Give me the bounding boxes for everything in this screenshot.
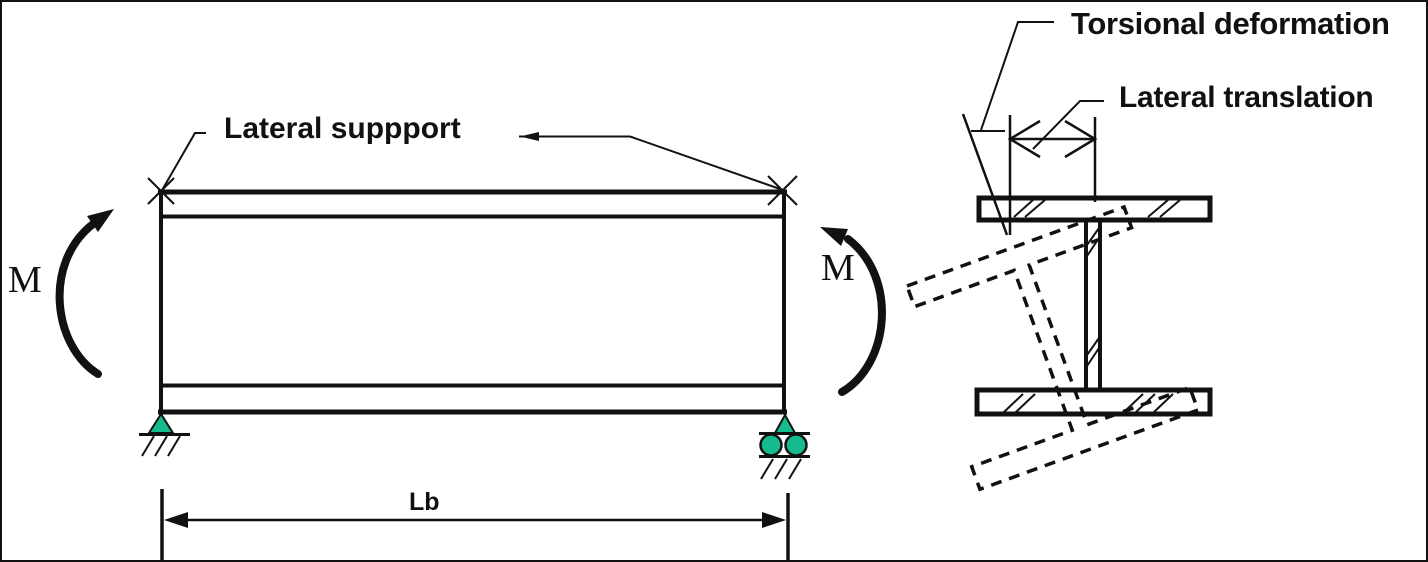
- lateral-translation-label: Lateral translation: [1119, 81, 1374, 114]
- lateral-support-marker-right-icon: [767, 175, 798, 206]
- moment-label-left: M: [8, 259, 42, 301]
- moment-arrow-right-icon: [820, 227, 886, 396]
- moment-arrow-left-icon: [55, 209, 114, 378]
- section-label-leaders: [971, 21, 1104, 150]
- torsional-deformation-label: Torsional deformation: [1071, 6, 1390, 41]
- beam-outline: [158, 189, 787, 415]
- rotated-web-axis-line: [961, 113, 1009, 236]
- beam-elevation: [55, 132, 886, 560]
- span-dimension-lb: [160, 489, 790, 560]
- torsional-leader: [980, 21, 1054, 131]
- span-length-label: Lb: [409, 488, 440, 516]
- i-section-solid: [974, 195, 1213, 417]
- i-section-deformed-dashed: [904, 204, 1201, 492]
- deformation-indicators: [961, 113, 1098, 236]
- lateral-support-leader-left: [160, 132, 206, 193]
- translation-leader: [1032, 100, 1104, 150]
- lateral-support-leader-right: [519, 132, 781, 190]
- pin-support-icon: [139, 412, 190, 457]
- roller-support-icon: [759, 412, 810, 480]
- lateral-translation-arrow-icon: [1007, 119, 1098, 159]
- lateral-support-label: Lateral suppport: [224, 112, 461, 145]
- cross-section-view: [904, 21, 1213, 492]
- moment-label-right: M: [821, 247, 855, 289]
- section-hatching: [1003, 199, 1181, 413]
